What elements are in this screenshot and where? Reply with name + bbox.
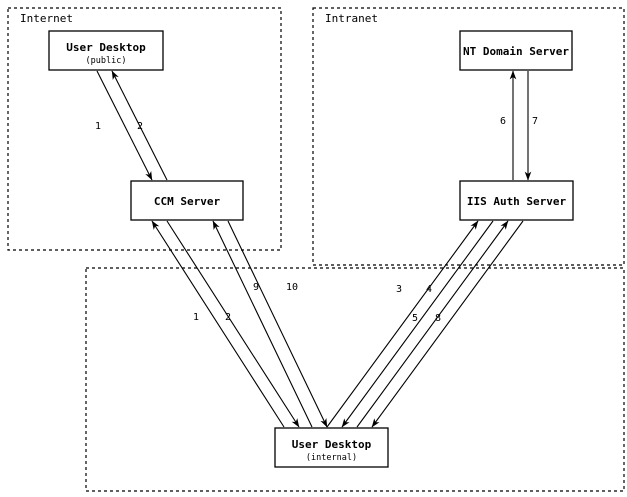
- node-box-nt-domain-server[interactable]: [459, 30, 573, 71]
- flow-step-label-9-user-desktop-internal: 9: [253, 282, 259, 293]
- flow-arrow-8-iis-auth-server-to-user-desktop-internal: [371, 220, 524, 428]
- flow-arrow-10-ccm-server-to-user-desktop-internal: [227, 220, 328, 428]
- flow-arrow-1-user-desktop-internal-to-ccm-server: [151, 220, 285, 428]
- node-title-iis-auth-server: IIS Auth Server: [467, 195, 567, 208]
- node-box-ccm-server[interactable]: [130, 180, 244, 221]
- zone-border-intranet: [312, 7, 625, 266]
- flow-step-label-8-iis-auth-server: 8: [435, 313, 441, 324]
- node-subtitle-user-desktop-internal: (internal): [306, 453, 357, 463]
- zone-border-internal: [85, 267, 625, 492]
- node-user-desktop-internal[interactable]: User Desktop (internal): [274, 427, 389, 468]
- node-title-ccm-server: CCM Server: [154, 195, 221, 208]
- flow-arrow-4-iis-auth-server-to-user-desktop-internal: [341, 220, 494, 428]
- node-subtitle-user-desktop-public: (public): [86, 56, 127, 66]
- zone-intranet: Intranet: [312, 7, 625, 266]
- node-title-user-desktop-internal: User Desktop: [292, 438, 372, 451]
- flow-arrow-1-user-desktop-public-to-ccm-server: [96, 70, 153, 181]
- flow-step-label-5-user-desktop-internal: 5: [412, 313, 418, 324]
- node-title-user-desktop-public: User Desktop: [66, 41, 146, 54]
- flow-arrow-5-user-desktop-internal-to-iis-auth-server: [356, 220, 509, 428]
- flow-step-label-2-ccm-server: 2: [225, 312, 231, 323]
- flow-step-label-1-user-desktop-public: 1: [95, 121, 101, 132]
- flow-arrow-2-ccm-server-to-user-desktop-public: [111, 70, 168, 181]
- flows-layer: [96, 70, 532, 428]
- flow-arrow-2-ccm-server-to-user-desktop-internal: [166, 220, 300, 428]
- zone-internet: Internet: [7, 7, 282, 251]
- zones-layer: Internet Intranet: [7, 7, 625, 492]
- flow-step-label-2-ccm-server: 2: [137, 121, 143, 132]
- flow-arrow-9-user-desktop-internal-to-ccm-server: [212, 220, 313, 428]
- zone-label-intranet: Intranet: [325, 12, 378, 25]
- node-box-iis-auth-server[interactable]: [459, 180, 574, 221]
- flow-labels-layer: 1 2 1 2 3 4 5 8 6 7 9 10: [95, 116, 538, 324]
- flow-arrow-3-user-desktop-internal-to-iis-auth-server: [326, 220, 479, 428]
- node-title-nt-domain-server: NT Domain Server: [463, 45, 569, 58]
- zone-internal: [85, 267, 625, 492]
- nodes-layer: User Desktop (public) CCM Server NT Domain …: [48, 30, 574, 468]
- node-user-desktop-public[interactable]: User Desktop (public): [48, 30, 164, 71]
- flow-step-label-3-user-desktop-internal: 3: [396, 284, 402, 295]
- flow-step-label-4-iis-auth-server: 4: [426, 284, 432, 295]
- flow-step-label-7-nt-domain-server: 7: [532, 116, 538, 127]
- zone-border-internet: [7, 7, 282, 251]
- node-nt-domain-server[interactable]: NT Domain Server: [459, 30, 573, 71]
- flow-step-label-6-iis-auth-server: 6: [500, 116, 506, 127]
- node-iis-auth-server[interactable]: IIS Auth Server: [459, 180, 574, 221]
- node-box-user-desktop-internal[interactable]: [274, 427, 389, 468]
- flow-step-label-1-user-desktop-internal: 1: [193, 312, 199, 323]
- node-ccm-server[interactable]: CCM Server: [130, 180, 244, 221]
- zone-label-internet: Internet: [20, 12, 73, 25]
- flow-step-label-10-ccm-server: 10: [286, 282, 298, 293]
- node-box-user-desktop-public[interactable]: [48, 30, 164, 71]
